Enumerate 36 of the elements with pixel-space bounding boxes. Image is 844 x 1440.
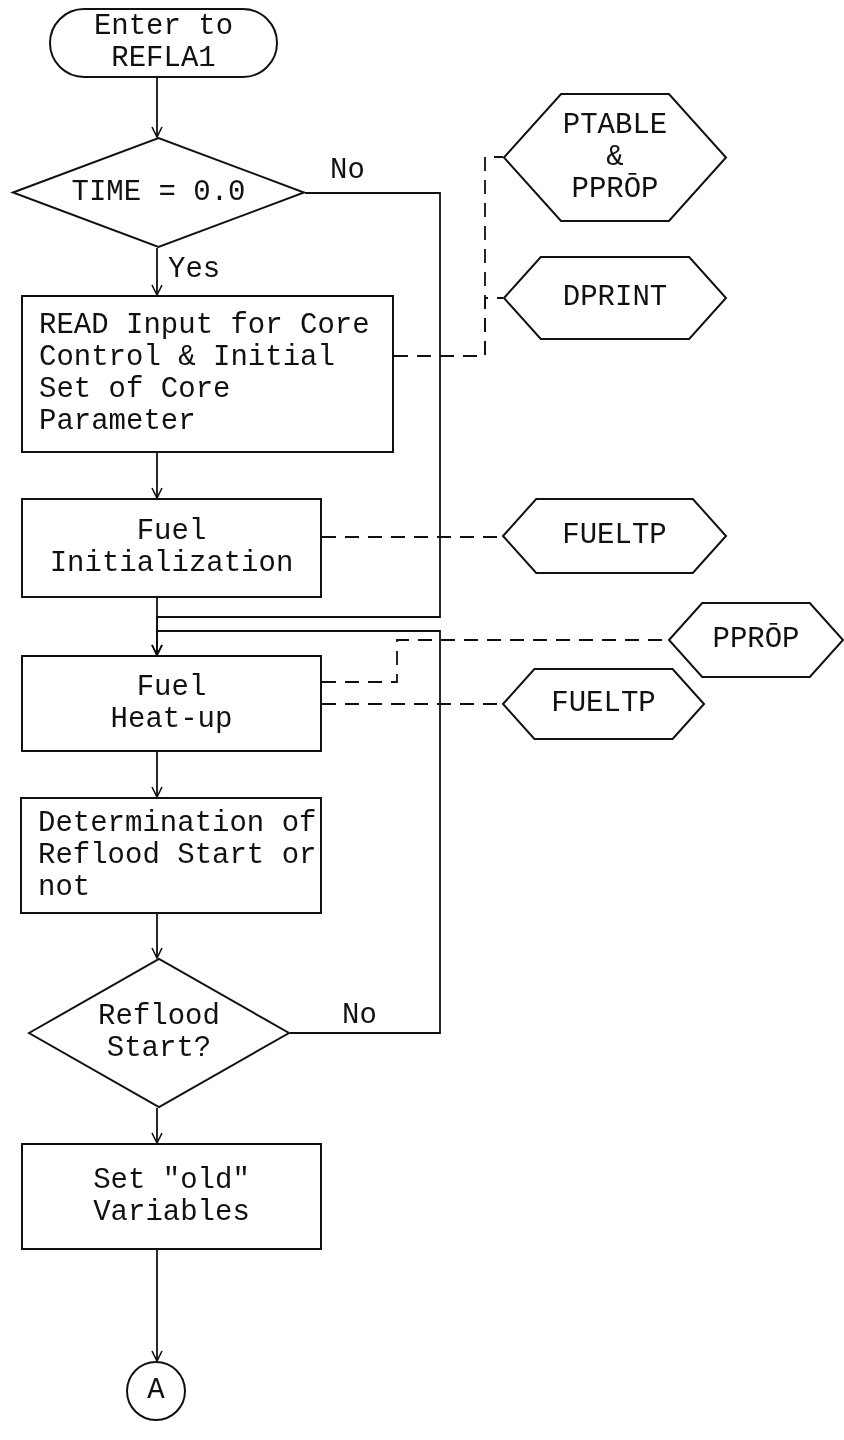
arrow [151,751,163,798]
node-text: PTABLE & PPRŌP [562,109,668,206]
node-text: PPRŌP [712,624,800,656]
connector-circle [126,1361,186,1421]
arrow [151,1107,163,1144]
subroutine-hexagon [503,93,727,222]
node-text: READ Input for Core Control & Initial Set of Core Parameter [39,310,371,438]
arrow [151,913,163,959]
subroutine-hexagon [502,668,705,740]
node-text: Determination of Reflood Start or not [38,807,318,904]
node-text: Reflood Start? [97,1001,221,1065]
node-text: Enter to REFLA1 [92,11,235,75]
arrow [151,630,441,1034]
node-text: FUELTP [562,520,667,552]
arrow [151,452,163,499]
node-text: A [147,1375,165,1407]
arrow [151,77,163,138]
decision-diamond [28,958,290,1108]
arrow [151,1249,163,1362]
subroutine-hexagon [502,498,727,574]
subroutine-hexagon [668,602,844,678]
process-box [20,797,322,914]
node-text: FUELTP [551,688,656,720]
node-text: TIME = 0.0 [71,176,246,209]
node-text: Set "old" Variables [92,1164,251,1229]
subroutine-hexagon [503,256,727,340]
decision-diamond [12,137,305,248]
process-box [21,295,394,453]
node-text: Fuel Initialization [48,516,295,580]
dashed-connector [393,297,504,357]
arrow [151,247,163,296]
node-text: DPRINT [562,282,668,314]
process-box [21,498,322,598]
node-text: Fuel Heat-up [110,671,233,736]
process-box [21,655,322,752]
process-box [21,1143,322,1250]
